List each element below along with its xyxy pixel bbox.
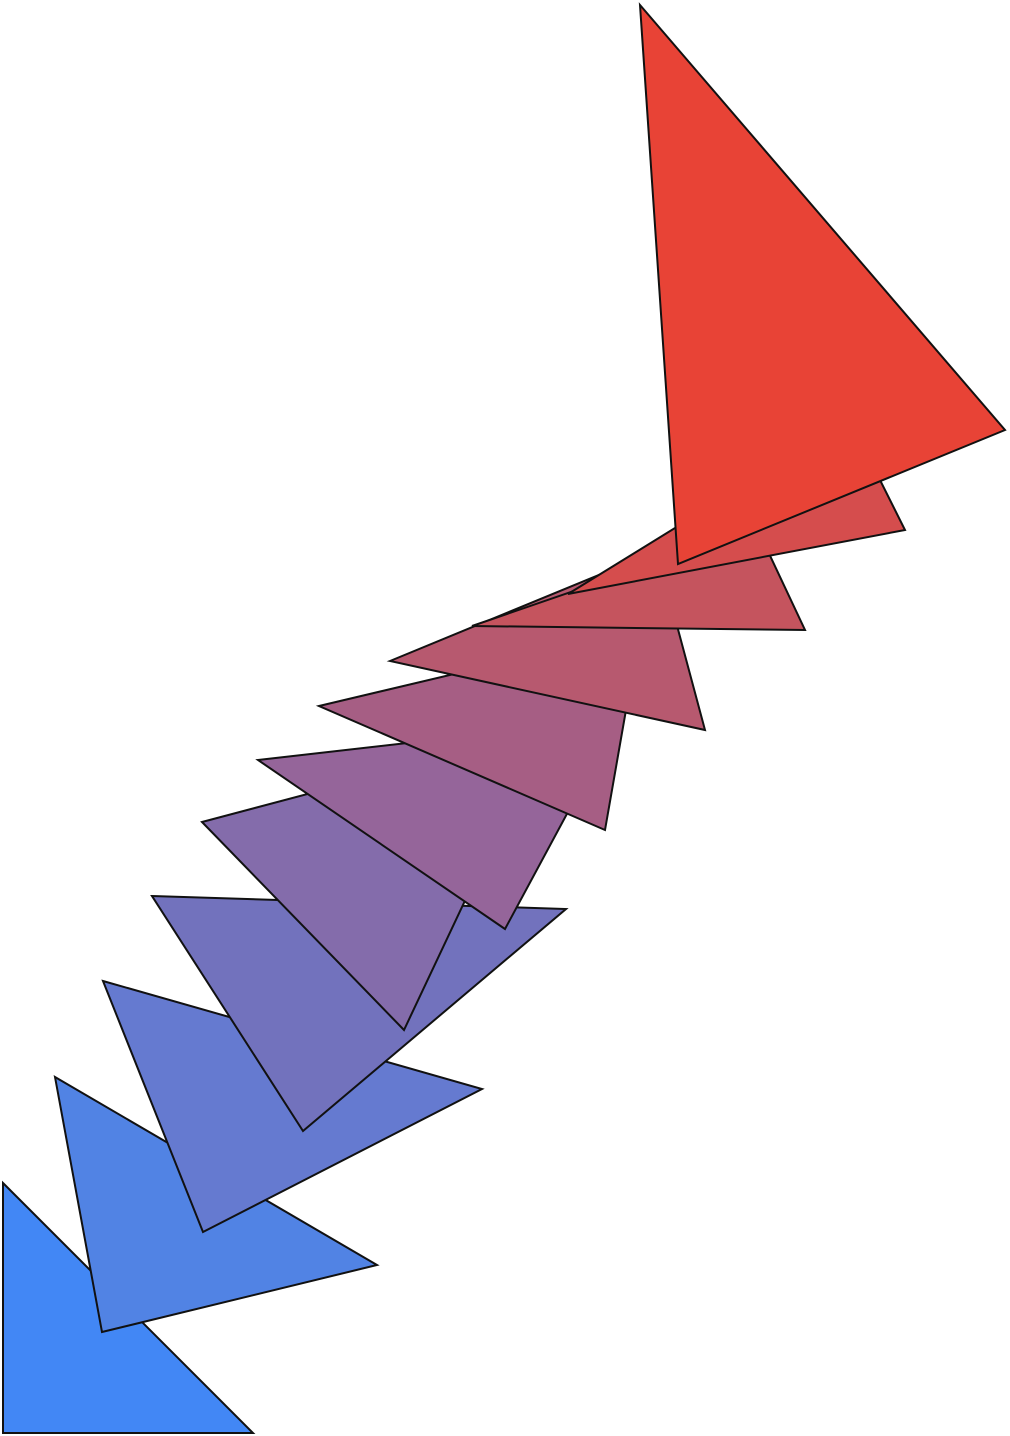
triangle-11: [638, 2, 1007, 566]
